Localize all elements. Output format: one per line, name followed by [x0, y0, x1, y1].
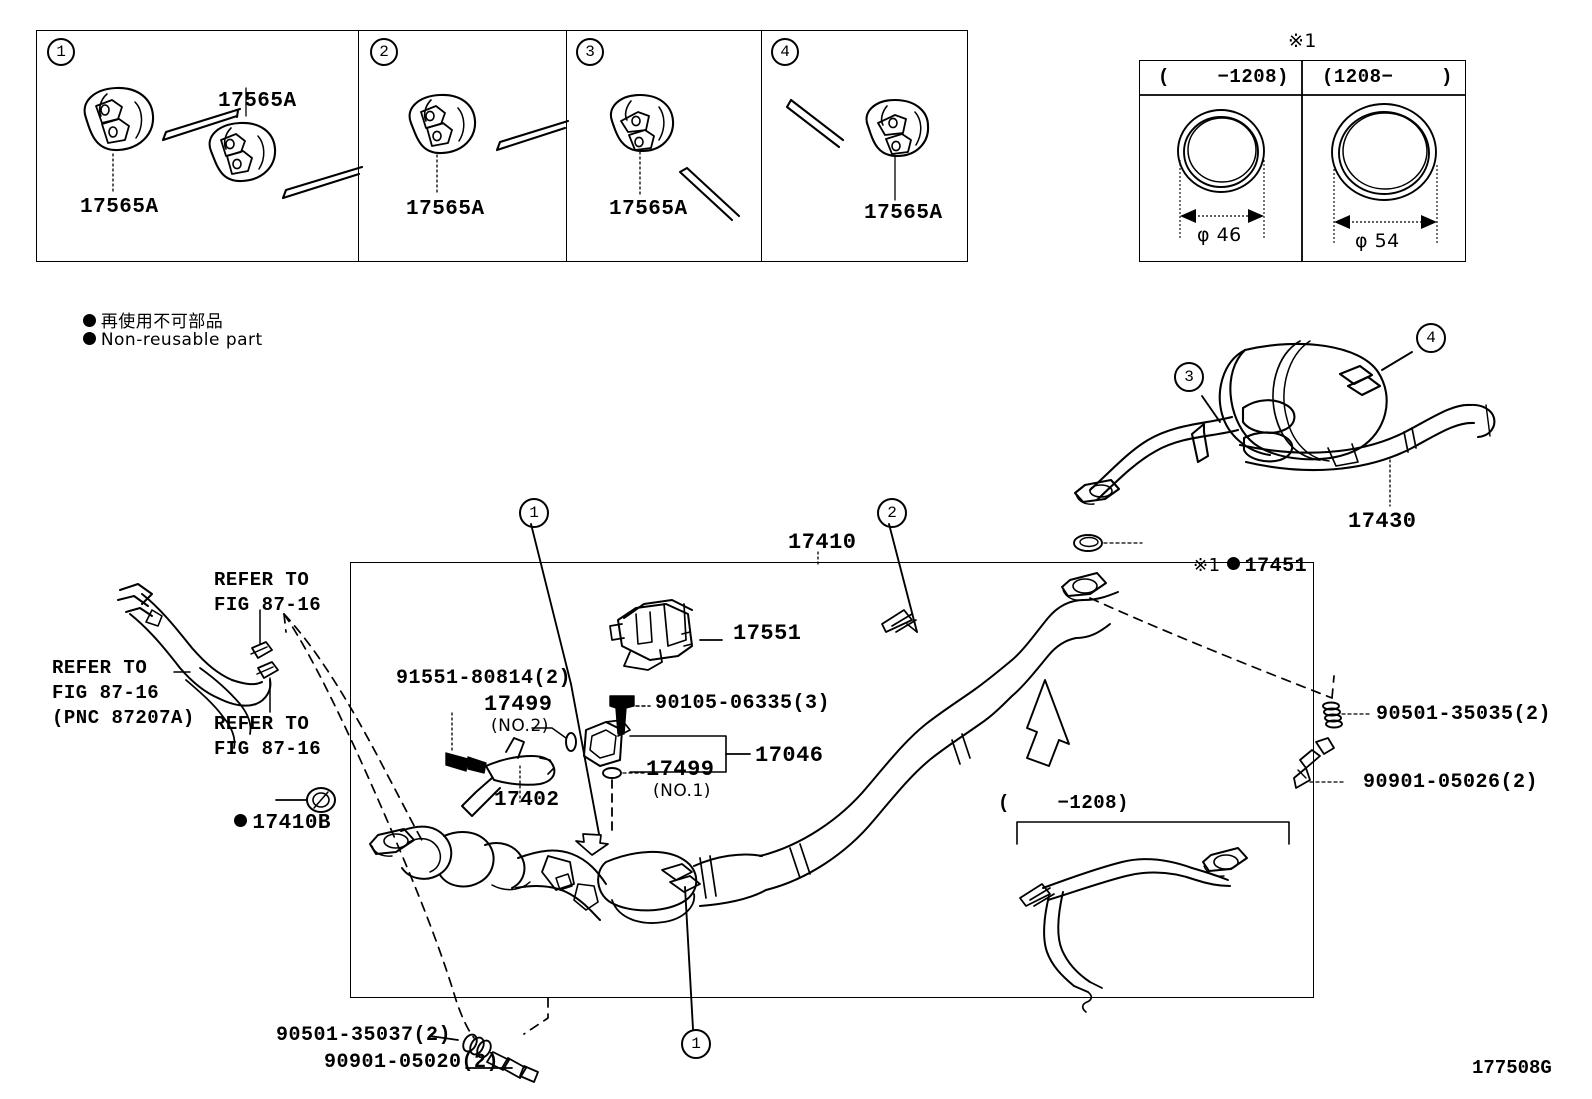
panel-callout-3: 3 [576, 38, 604, 66]
hanger-label-2: 17565A [406, 198, 485, 221]
muffler-callout-3: 3 [1174, 362, 1204, 392]
legend-bullet-jp-icon [82, 314, 96, 328]
muffler-callout-4-label: 4 [1426, 329, 1436, 347]
panel-callout-4-label: 4 [780, 43, 790, 61]
ring-17499-no1-sub: (NO.1) [653, 781, 711, 801]
front-gasket-label: 17410B [182, 789, 331, 858]
ring-17499-no2-sub: (NO.2) [491, 716, 549, 736]
gasket-range-2: (1208− ) [1322, 66, 1453, 88]
panel-divider-2 [566, 30, 567, 262]
hanger-panel-group [36, 30, 968, 262]
refer-label-bottom: REFER TO FIG 87-16 [214, 713, 322, 760]
gasket-diameter-1: φ 46 [1197, 224, 1242, 246]
gasket-diameter-2: φ 54 [1355, 230, 1400, 252]
muffler-gasket-part: 17451 [1244, 555, 1308, 578]
ring-17499-no1-label: 17499 [646, 757, 715, 782]
figure-id: 177508G [1472, 1057, 1552, 1079]
gasket-table-note: ※1 [1288, 30, 1318, 52]
gasket-range-1: ( −1208) [1158, 66, 1289, 88]
legend-bullet-en-icon [82, 332, 96, 346]
muffler-callout-3-label: 3 [1184, 368, 1194, 386]
main-assembly-label: 17410 [788, 530, 857, 555]
panel-callout-2-label: 2 [379, 43, 389, 61]
variant-inset-label: ( −1208) [998, 792, 1129, 814]
panel-callout-1-label: 1 [56, 43, 66, 61]
spring-bottom-label: 90501-35037(2) [276, 1024, 452, 1047]
hanger-label-1a: 17565A [80, 196, 159, 219]
hanger-label-3: 17565A [609, 198, 688, 221]
bracket-17551-label: 17551 [733, 621, 802, 646]
bolt-bottom-label: 90901-05020(2) [324, 1051, 500, 1074]
panel-divider-3 [761, 30, 762, 262]
muffler-callout-4: 4 [1416, 323, 1446, 353]
panel-callout-1: 1 [47, 38, 75, 66]
bolt-91551-label: 91551-80814(2) [396, 667, 572, 690]
panel-divider-1 [358, 30, 359, 262]
main-callout-1-top: 1 [519, 498, 549, 528]
main-callout-1-top-label: 1 [529, 504, 539, 522]
legend-jp: 再使用不可部品 [40, 288, 223, 352]
muffler-gasket-bullet-icon [1226, 557, 1240, 571]
main-callout-2-top-label: 2 [887, 504, 897, 522]
legend-en-text: Non-reusable part [100, 330, 263, 350]
front-gasket-bullet-icon [234, 813, 248, 827]
bolt-right-label: 90901-05026(2) [1363, 771, 1539, 794]
legend-en: Non-reusable part [40, 311, 263, 370]
main-callout-1-bottom-label: 1 [691, 1035, 701, 1053]
muffler-gasket-label: ※1 17451 [1143, 532, 1307, 601]
front-gasket-part: 17410B [252, 812, 332, 835]
spring-right-label: 90501-35035(2) [1376, 703, 1552, 726]
refer-label-top: REFER TO FIG 87-16 [214, 569, 322, 616]
group-17046-label: 17046 [755, 743, 824, 768]
hanger-label-1b: 17565A [218, 90, 297, 113]
panel-callout-2: 2 [370, 38, 398, 66]
refer-label-left: REFER TO FIG 87-16 (PNC 87207A) [52, 657, 195, 729]
panel-callout-3-label: 3 [585, 43, 595, 61]
main-callout-2-top: 2 [877, 498, 907, 528]
main-assembly-box [350, 562, 1314, 998]
bolt-90105-label: 90105-06335(3) [655, 692, 831, 715]
hanger-label-4: 17565A [864, 202, 943, 225]
muffler-part-label: 17430 [1348, 509, 1417, 534]
panel-callout-4: 4 [771, 38, 799, 66]
sensor-17402-label: 17402 [494, 789, 560, 812]
ring-17499-no2-label: 17499 [484, 692, 553, 717]
muffler-gasket-note: ※1 [1193, 555, 1221, 576]
legend-jp-text: 再使用不可部品 [100, 312, 224, 332]
main-callout-1-bottom: 1 [681, 1029, 711, 1059]
